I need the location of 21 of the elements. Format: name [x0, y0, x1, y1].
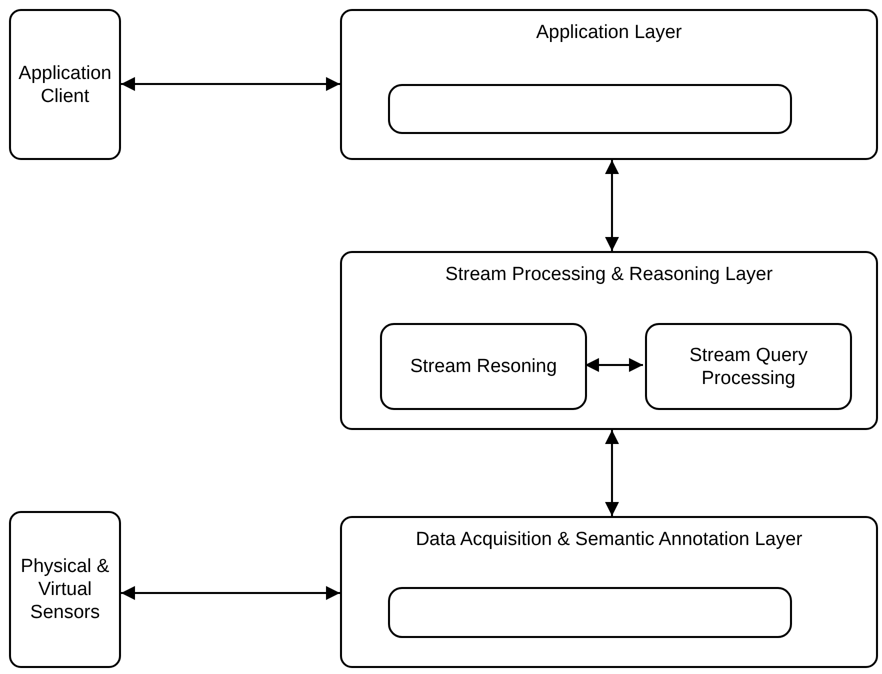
component-box: [388, 587, 792, 638]
box-label: Stream Resoning: [409, 355, 558, 378]
layer-title: Data Acquisition & Semantic Annotation Layer: [414, 528, 804, 551]
box-label: Physical & Virtual Sensors: [20, 555, 110, 624]
process-box: [645, 323, 852, 410]
layer-box: [340, 251, 878, 430]
layer-title: Application Layer: [535, 21, 683, 44]
layer-title: Stream Processing & Reasoning Layer: [444, 263, 774, 286]
layer-box: [340, 9, 878, 160]
double-arrow: [585, 358, 643, 372]
process-box: [9, 511, 121, 668]
box-label: Stream Query Processing: [688, 344, 809, 390]
component-box: [388, 84, 792, 134]
double-arrow: [605, 430, 619, 516]
double-arrow: [121, 77, 340, 91]
double-arrow: [605, 160, 619, 251]
double-arrow: [121, 586, 340, 600]
process-box: [380, 323, 587, 410]
process-box: [9, 9, 121, 160]
layer-box: [340, 516, 878, 668]
box-label: Application Client: [18, 62, 112, 108]
